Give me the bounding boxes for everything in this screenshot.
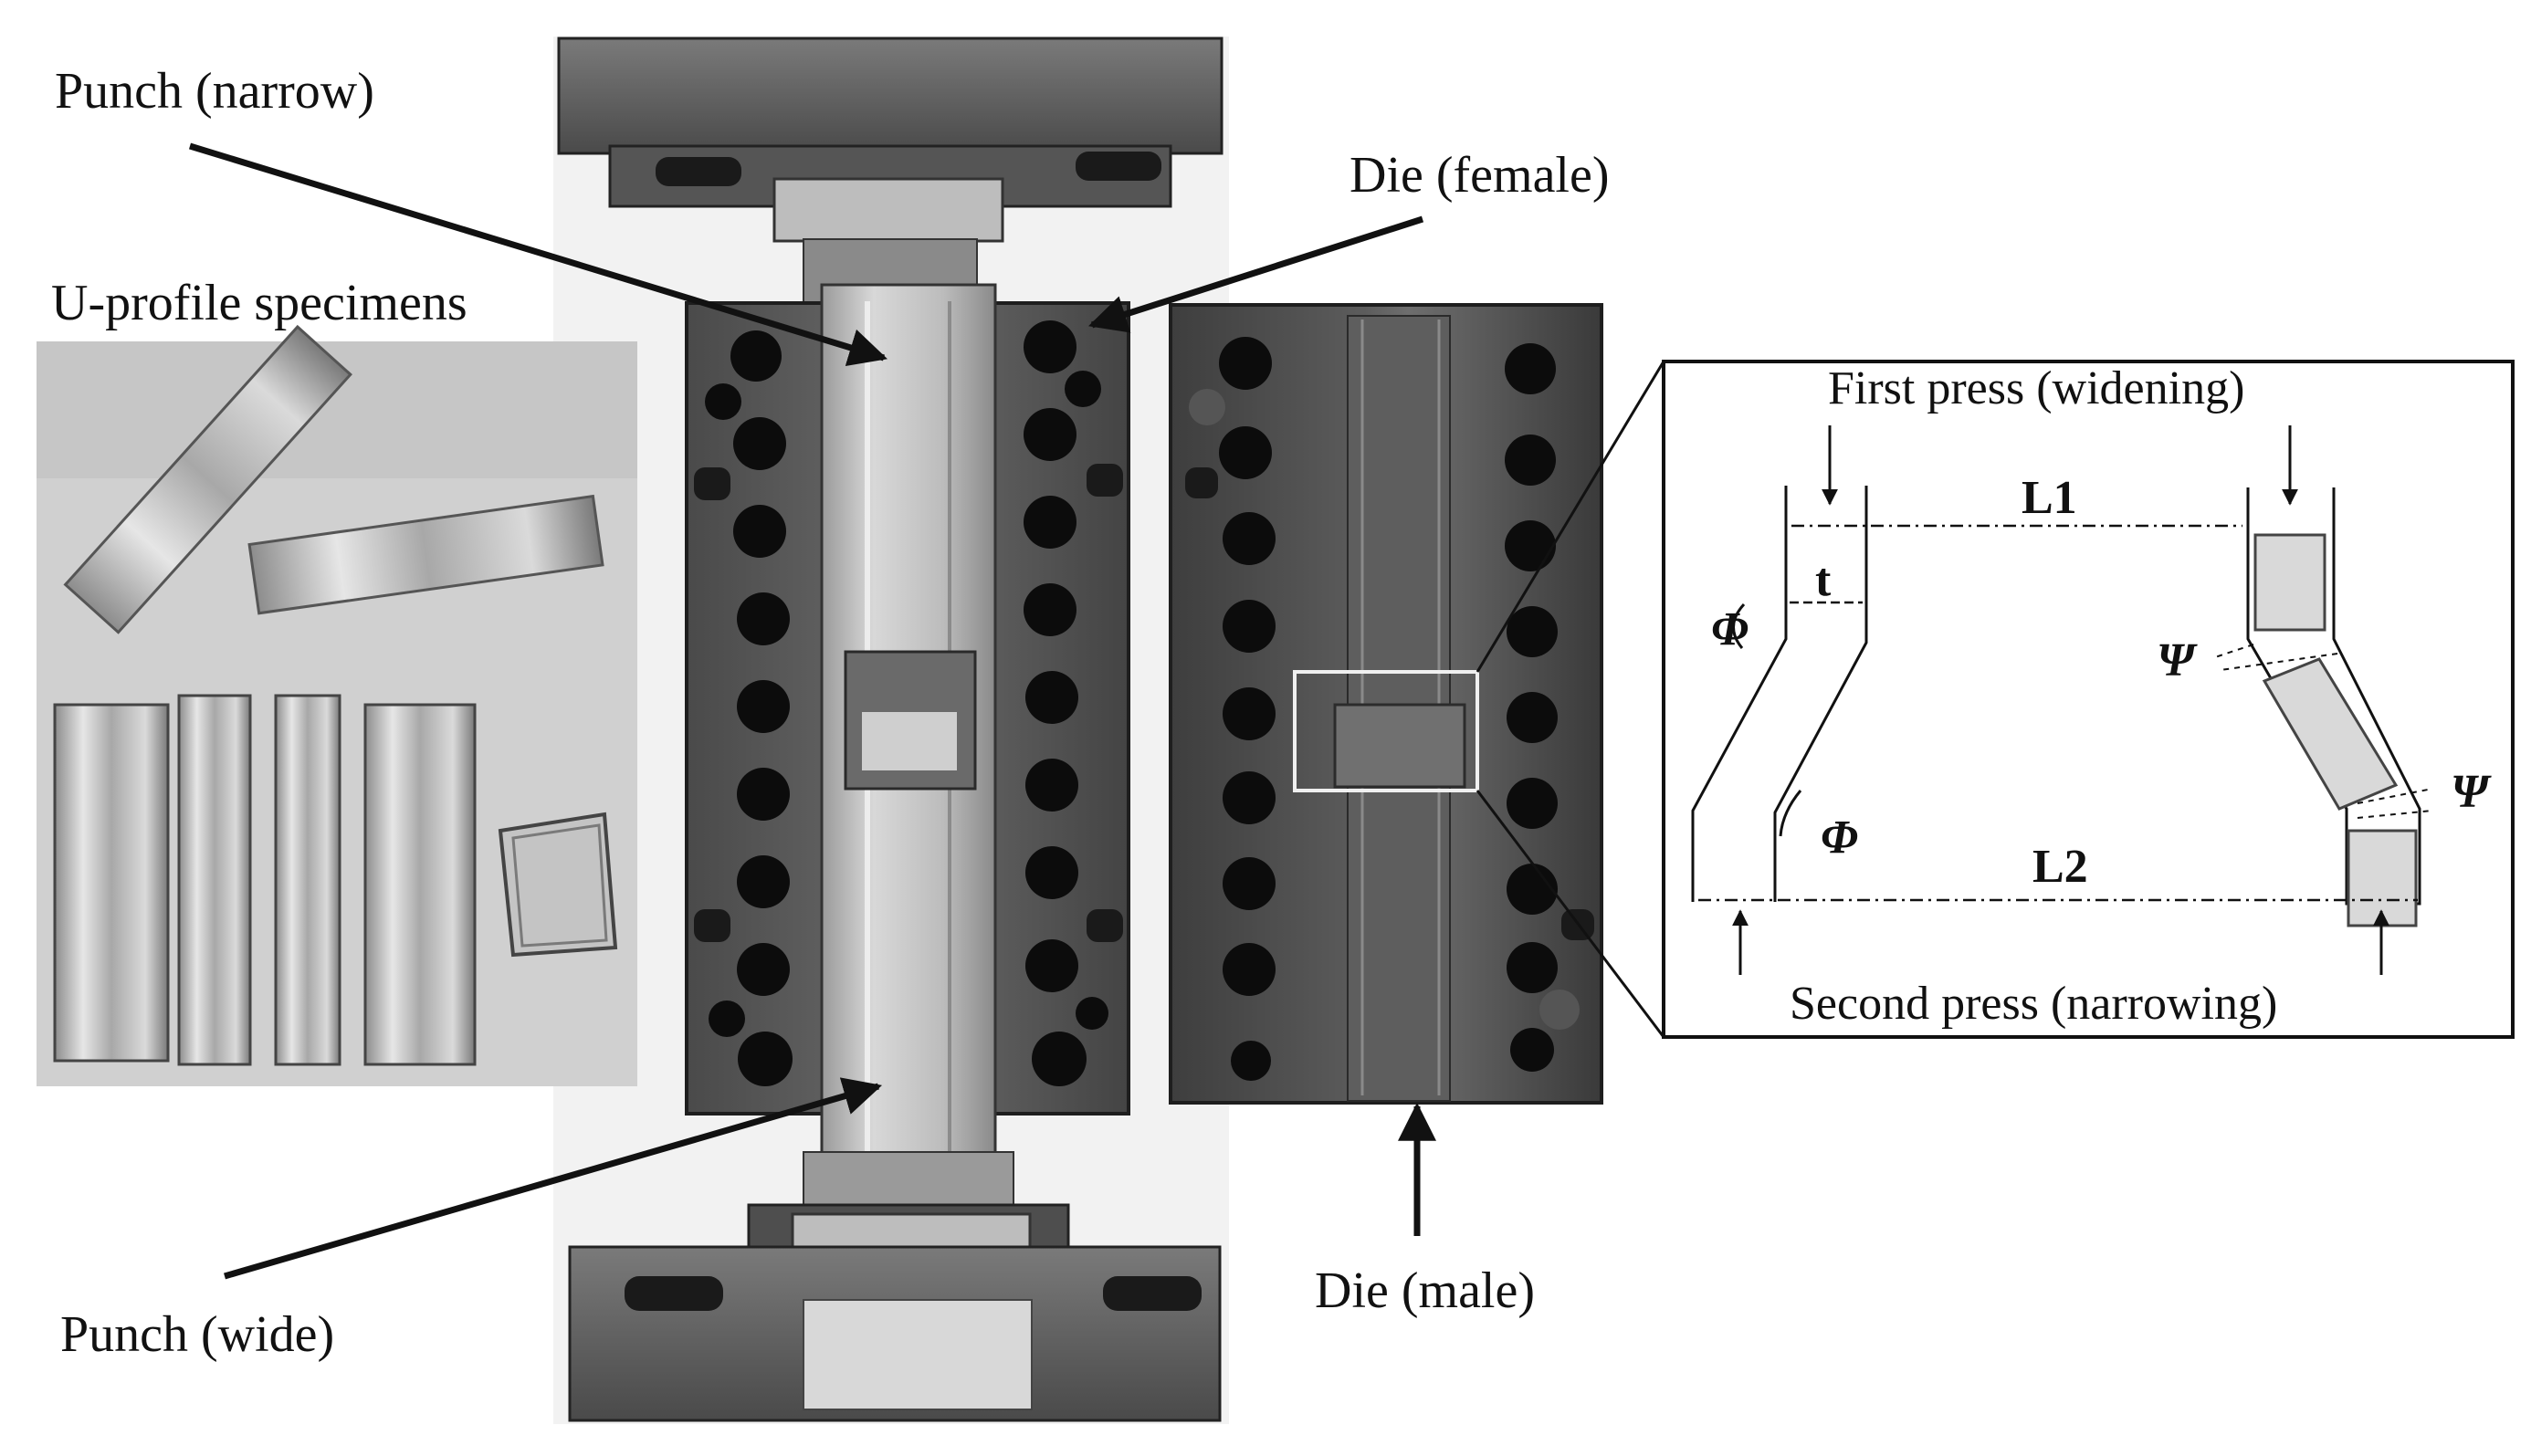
schematic-panel — [1476, 360, 2515, 1039]
arrow-die-female — [1088, 215, 1424, 333]
label-psi-top: Ψ — [2157, 634, 2195, 686]
tool-assembly-photo — [553, 37, 1229, 1424]
label-phi-bottom: Φ — [1821, 812, 1859, 864]
label-second-press: Second press (narrowing) — [1790, 978, 2278, 1030]
callout-arrows — [188, 142, 1436, 1280]
male-die-photo — [1169, 303, 1603, 1105]
label-die-female: Die (female) — [1350, 147, 1610, 204]
dimension-lines — [1698, 524, 2418, 902]
label-u-profile-specimens: U-profile specimens — [51, 275, 467, 331]
label-first-press: First press (widening) — [1828, 362, 2245, 414]
label-phi-top: Φ — [1711, 603, 1749, 655]
label-punch-narrow: Punch (narrow) — [55, 63, 374, 120]
top-bolster-plate — [557, 37, 1223, 155]
label-psi-bottom: Ψ — [2451, 766, 2489, 818]
label-die-male: Die (male) — [1315, 1262, 1535, 1319]
arrow-punch-narrow — [188, 142, 888, 367]
label-punch-wide: Punch (wide) — [60, 1306, 335, 1363]
arrow-punch-wide — [224, 1077, 883, 1280]
press-arrows — [1732, 425, 2389, 975]
left-profile — [1691, 486, 1868, 902]
specimens-photo — [37, 324, 637, 1086]
label-l1: L1 — [2022, 472, 2077, 524]
right-profile — [2214, 487, 2433, 927]
male-die-holes — [1189, 337, 1580, 1081]
female-die-holes — [705, 320, 1108, 1086]
label-t: t — [1815, 554, 1832, 606]
detail-highlight-box — [1293, 670, 1479, 792]
label-l2: L2 — [2032, 841, 2088, 893]
